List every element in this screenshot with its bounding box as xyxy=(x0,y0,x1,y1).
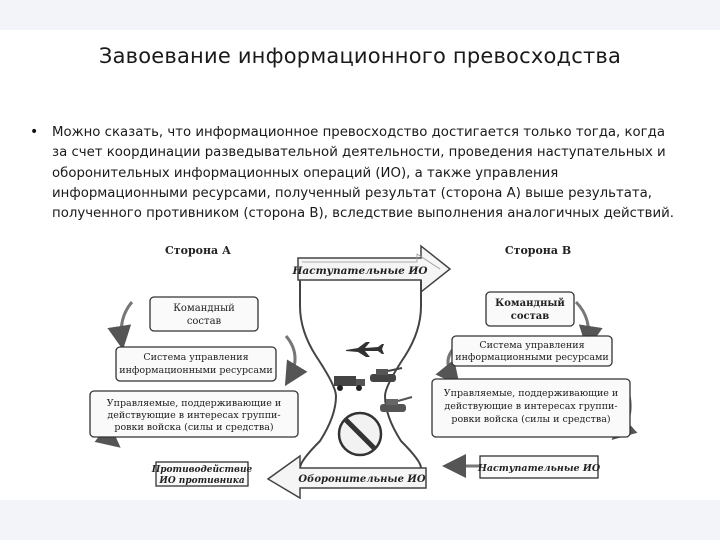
side-a-command-line1: Командный xyxy=(173,303,235,314)
side-a-forces-line3: ровки войска (силы и средства) xyxy=(114,422,273,433)
side-b-forces-box: Управляемые, поддерживающие и действующи… xyxy=(431,378,638,441)
side-b-title: Сторона В xyxy=(505,244,571,257)
side-b-info-system-box: Система управления информационными ресур… xyxy=(435,335,613,386)
background-tile xyxy=(0,500,720,540)
tank-icon xyxy=(380,396,413,412)
side-a-info-line2: информационными ресурсами xyxy=(119,365,272,376)
side-b-info-line2: информационными ресурсами xyxy=(455,352,608,363)
side-b-command-box: Командный состав xyxy=(485,291,603,350)
side-b-command-line1: Командный xyxy=(495,298,565,309)
side-a-title: Сторона А xyxy=(165,244,231,257)
offensive-io-label: Наступательные ИО xyxy=(291,265,428,277)
defensive-io-label: Оборонительные ИО xyxy=(298,474,425,485)
slide-title: Завоевание информационного превосходства xyxy=(98,44,622,68)
side-a-forces-box: Управляемые, поддерживающие и действующи… xyxy=(89,390,299,448)
side-a-counter-line2: ИО противника xyxy=(158,476,244,486)
bullet-marker: • xyxy=(30,124,39,140)
side-b-forces-line1: Управляемые, поддерживающие и xyxy=(444,388,619,399)
side-a-info-system-box: Система управления информационными ресур… xyxy=(115,335,308,387)
bullet-point: • Можно сказать, что информационное прев… xyxy=(30,123,680,224)
side-b-offensive-label: Наступательные ИО xyxy=(477,463,601,474)
side-a-forces-line1: Управляемые, поддерживающие и xyxy=(107,398,282,409)
truck-icon xyxy=(334,376,365,391)
tank-icon xyxy=(370,367,403,382)
side-b-forces-line2: действующие в интересах группи- xyxy=(444,401,617,412)
prohibition-icon xyxy=(337,411,383,457)
side-a-counter-box: Противодействие ИО противника xyxy=(151,461,253,487)
side-b-offensive-box: Наступательные ИО xyxy=(442,454,601,479)
bullet-text: Можно сказать, что информационное превос… xyxy=(52,125,675,222)
aircraft-icon xyxy=(346,342,384,357)
side-b-forces-line3: ровки войска (силы и средства) xyxy=(451,414,610,425)
defensive-io-arrow: Оборонительные ИО xyxy=(266,454,427,500)
side-a-counter-line1: Противодействие xyxy=(151,464,253,475)
offensive-io-arrow: Наступательные ИО xyxy=(291,244,452,294)
side-a-forces-line2: действующие в интересах группи- xyxy=(107,410,280,421)
side-a-command-line2: состав xyxy=(187,316,222,327)
side-b-info-line1: Система управления xyxy=(479,340,584,351)
side-a-command-box: Командный состав xyxy=(107,296,259,350)
information-operations-diagram: Сторона А Сторона В Наступательные ИО xyxy=(89,244,638,500)
side-a-info-line1: Система управления xyxy=(143,352,248,363)
background-tile xyxy=(0,0,720,30)
side-b-command-line2: состав xyxy=(511,311,550,322)
